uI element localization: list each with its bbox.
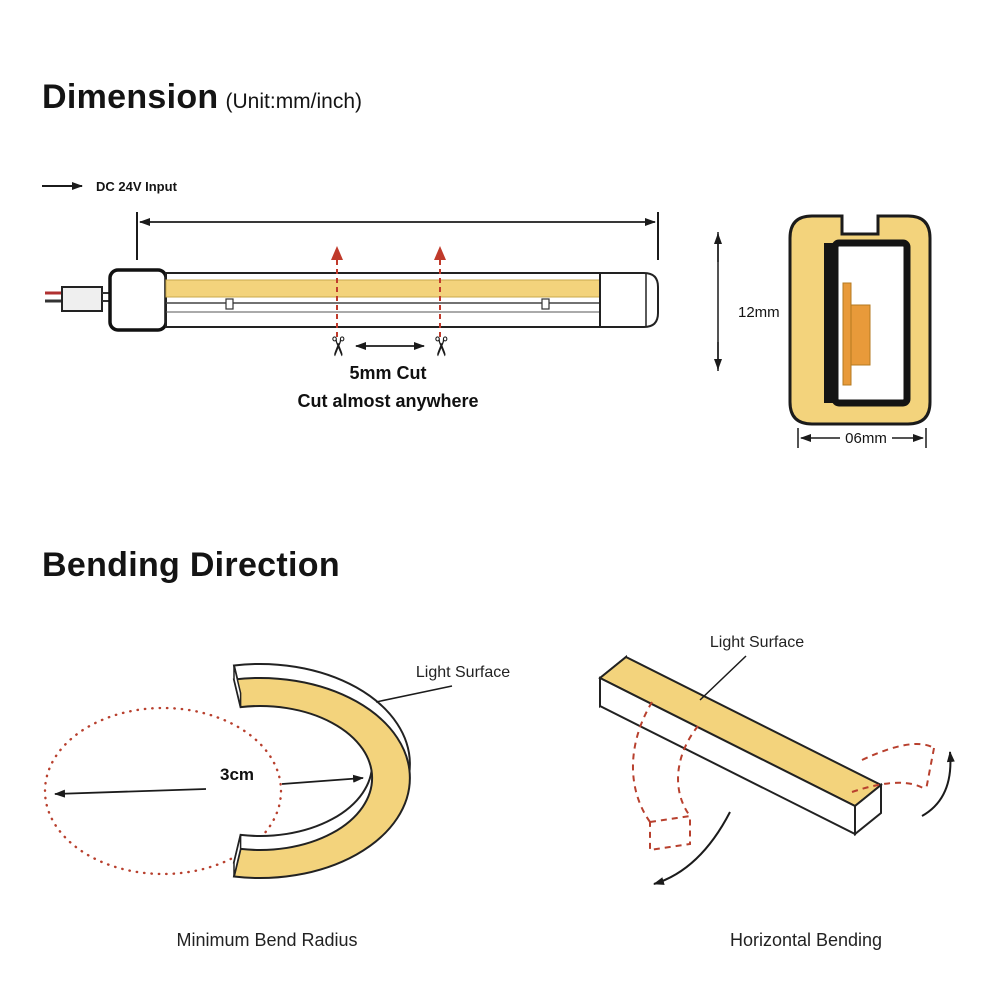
- solder-pad: [225, 298, 234, 310]
- pointer-line: [699, 655, 747, 701]
- cross-section: [714, 214, 932, 448]
- min-bend-diagram: [43, 663, 453, 879]
- pcb-body: [850, 304, 871, 366]
- cut-arrow-up: [434, 246, 446, 260]
- pcb-strip: [842, 282, 852, 386]
- cut-subtitle: Cut almost anywhere: [297, 391, 479, 411]
- bending-title: Bending Direction: [42, 546, 340, 584]
- cut-title: 5mm Cut: [349, 363, 427, 383]
- bend-ghost-left: [632, 701, 699, 852]
- left-end-cap: [108, 268, 168, 332]
- bent-strip-end: [233, 834, 242, 877]
- light-surface-label-left: Light Surface: [415, 664, 511, 681]
- bend-ghost-right: [851, 743, 935, 793]
- dimension-diagram: [42, 182, 932, 448]
- solder-pad: [541, 298, 550, 310]
- strip-top-light-face: [598, 655, 883, 808]
- radius-label: 3cm: [219, 765, 255, 784]
- bent-strip-end: [233, 665, 242, 708]
- radius-arrow-right: [281, 774, 364, 785]
- dimension-title: Dimension: [42, 78, 219, 116]
- scissors-icon: ✂: [425, 335, 456, 358]
- strip-right-end-face: [854, 782, 882, 837]
- bend-arrow-left: [653, 811, 731, 885]
- height-label: 12mm: [738, 304, 780, 321]
- dimension-unit-note: (Unit:mm/inch): [225, 90, 363, 113]
- yellow-led-band: [165, 279, 601, 298]
- horizontal-bend-caption: Horizontal Bending: [729, 930, 883, 950]
- pointer-line: [375, 685, 453, 703]
- wire-connector: [61, 286, 103, 312]
- bent-strip-light-face: [232, 677, 411, 879]
- cut-markers: [331, 246, 446, 350]
- min-bend-caption: Minimum Bend Radius: [176, 930, 358, 950]
- bending-diagram: [43, 654, 955, 885]
- light-surface-label-right: Light Surface: [709, 634, 805, 651]
- cut-arrow-up: [331, 246, 343, 260]
- radius-arrow-left: [54, 788, 207, 798]
- dimension-header: Dimension (Unit:mm/inch): [42, 78, 362, 117]
- profile-inner-wall: [824, 243, 835, 403]
- strip-side-view: [45, 268, 659, 332]
- scissors-icon: ✂: [322, 335, 353, 358]
- overall-dimension-line: [136, 212, 659, 260]
- bend-arrow-right: [921, 751, 955, 817]
- horizontal-bend-diagram: [598, 654, 955, 885]
- bend-circle-dotted: [43, 706, 283, 876]
- dc-input-label: DC 24V Input: [96, 179, 177, 194]
- width-label: 06mm: [845, 430, 887, 447]
